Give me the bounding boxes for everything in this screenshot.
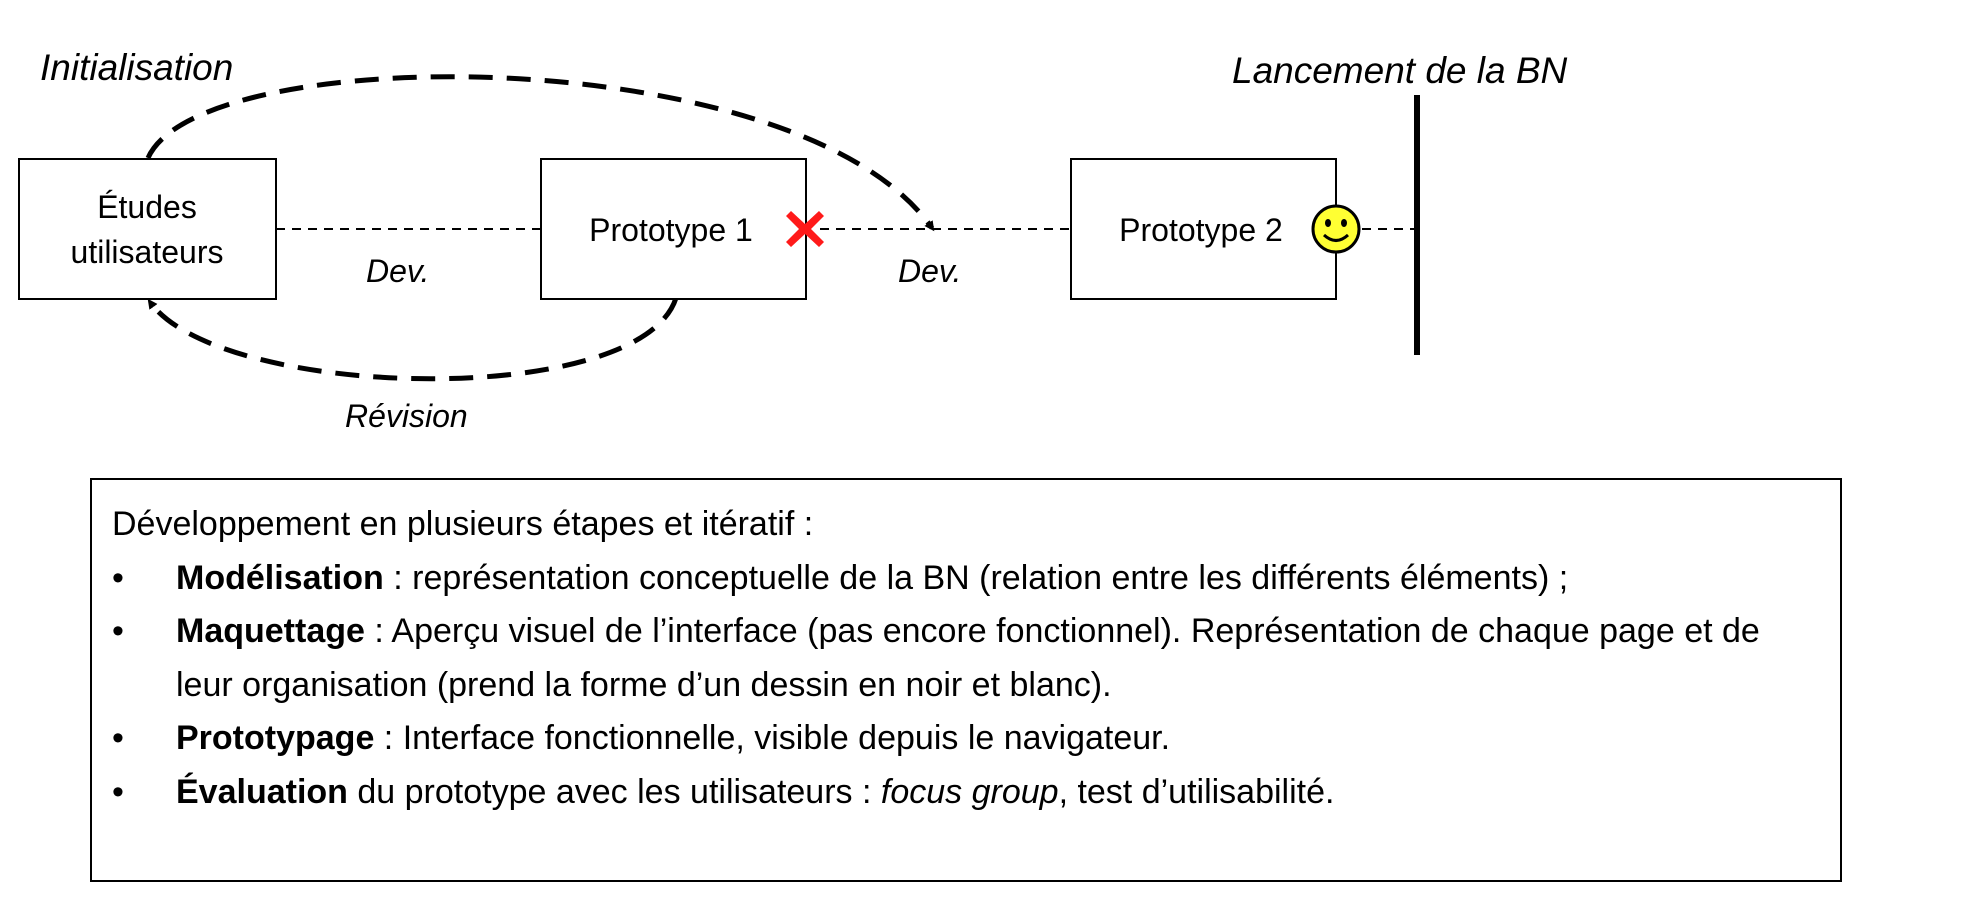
arrow-revision-loop xyxy=(147,297,679,382)
text-evaluation: du prototype avec les utilisateurs : xyxy=(347,772,881,811)
box-user-studies-line1: Études xyxy=(97,189,197,225)
box-prototype-1-label: Prototype 1 xyxy=(589,212,753,248)
edge-label-dev-2: Dev. xyxy=(898,253,961,289)
red-cross-icon xyxy=(786,211,824,247)
list-item: • Maquettage : Aperçu visuel de l’interf… xyxy=(112,605,1820,712)
process-diagram: Initialisation Lancement de la BN Études… xyxy=(18,47,1568,434)
text-prototypage: : Interface fonctionnelle, visible depui… xyxy=(374,719,1171,757)
info-intro: Développement en plusieurs étapes et ité… xyxy=(112,505,814,543)
edge-label-dev-1: Dev. xyxy=(366,253,429,289)
box-user-studies-line2: utilisateurs xyxy=(71,234,224,270)
bullet: • xyxy=(112,558,124,597)
list-item: • Évaluation du prototype avec les utili… xyxy=(112,766,1820,820)
box-prototype-1 xyxy=(540,158,807,300)
term-evaluation: Évaluation xyxy=(176,772,348,811)
phase-label-launch: Lancement de la BN xyxy=(1232,50,1568,91)
box-user-studies xyxy=(18,158,277,300)
text-modelisation: : représentation conceptuelle de la BN (… xyxy=(383,558,1569,597)
list-item: • Prototypage : Interface fonctionnelle,… xyxy=(112,712,1820,766)
term-modelisation: Modélisation xyxy=(176,558,384,597)
bullet: • xyxy=(112,719,124,757)
term-maquettage: Maquettage xyxy=(176,612,365,650)
edge-label-revision: Révision xyxy=(345,398,468,434)
arrow-initial-loop xyxy=(145,74,935,232)
text-evaluation-end: , test d’utilisabilité. xyxy=(1058,772,1335,811)
text-evaluation-emphasis: focus group xyxy=(880,772,1059,811)
text-maquettage: : Aperçu visuel de l’interface (pas enco… xyxy=(176,612,1760,704)
info-box: Développement en plusieurs étapes et ité… xyxy=(90,478,1842,882)
list-item: • Modélisation : représentation conceptu… xyxy=(112,552,1820,606)
bullet: • xyxy=(112,772,124,811)
bullet: • xyxy=(112,612,124,650)
smiley-icon xyxy=(1311,204,1361,254)
phase-label-initialisation: Initialisation xyxy=(40,47,233,88)
term-prototypage: Prototypage xyxy=(176,719,375,757)
box-prototype-2-label: Prototype 2 xyxy=(1119,212,1283,248)
info-list: • Modélisation : représentation conceptu… xyxy=(112,552,1820,820)
